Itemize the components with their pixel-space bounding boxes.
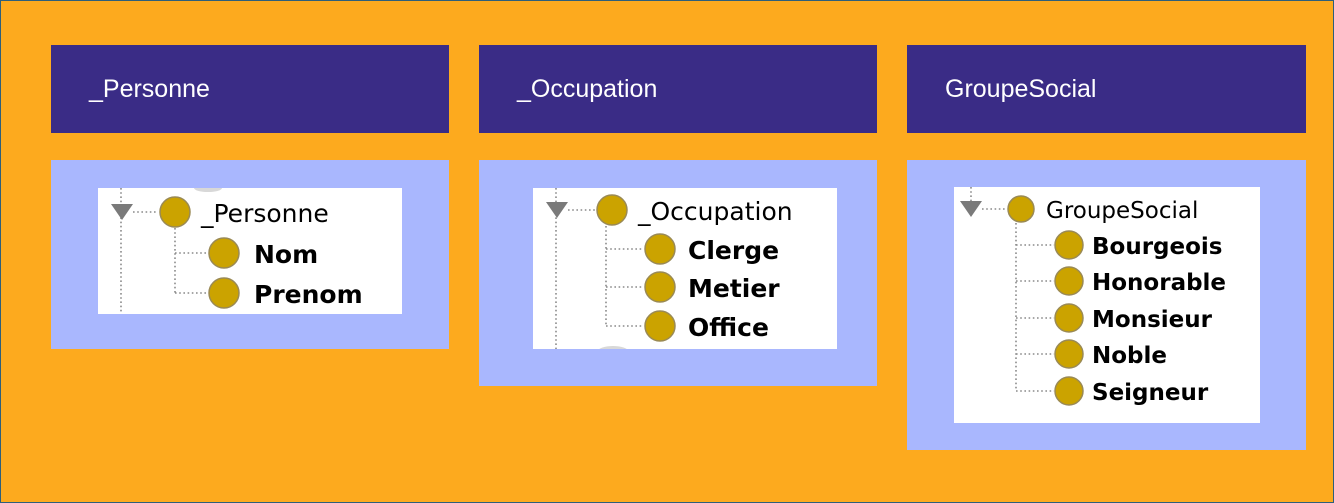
tree-root-label: GroupeSocial — [1046, 198, 1198, 224]
class-header-groupesocial: GroupeSocial — [907, 45, 1306, 133]
expand-arrow-icon — [111, 204, 133, 220]
tree-child-label: Noble — [1092, 343, 1167, 369]
tree-svg-personne: _Personne Nom Prenom — [111, 188, 363, 314]
tree-child-label: Prenom — [254, 280, 363, 309]
tree-panel-groupesocial: GroupeSocial Bourgeois Honorable Monsieu… — [907, 160, 1306, 450]
header-label: GroupeSocial — [945, 74, 1097, 103]
tree-svg-groupesocial: GroupeSocial Bourgeois Honorable Monsieu… — [960, 187, 1226, 406]
class-tree-occupation: _Occupation Clerge Metier Office — [533, 188, 837, 349]
tree-child-label: Office — [688, 313, 769, 342]
class-header-occupation: _Occupation — [479, 45, 877, 133]
expand-arrow-icon — [960, 201, 982, 217]
class-node-icon — [208, 237, 240, 269]
tree-child-label: Seigneur — [1092, 380, 1209, 406]
class-tree-personne: _Personne Nom Prenom — [98, 188, 402, 314]
cut-off-node — [194, 188, 222, 192]
class-node-icon — [596, 194, 628, 226]
class-node-icon — [1007, 195, 1035, 223]
tree-root-label: _Occupation — [637, 197, 793, 226]
tree-child-label: Clerge — [688, 236, 779, 265]
header-label: _Occupation — [517, 74, 658, 103]
class-header-personne: _Personne — [51, 45, 449, 133]
tree-root-label: _Personne — [200, 199, 329, 228]
class-node-icon — [644, 310, 676, 342]
class-node-icon — [644, 233, 676, 265]
class-node-icon — [1054, 303, 1084, 333]
tree-child-label: Metier — [688, 274, 780, 303]
class-node-icon — [1054, 339, 1084, 369]
class-node-icon — [644, 271, 676, 303]
tree-child-label: Honorable — [1092, 270, 1226, 296]
header-label: _Personne — [89, 74, 210, 103]
class-node-icon — [1054, 230, 1084, 260]
tree-svg-occupation: _Occupation Clerge Metier Office — [546, 188, 793, 349]
class-node-icon — [1054, 376, 1084, 406]
tree-child-label: Bourgeois — [1092, 234, 1223, 260]
class-tree-groupesocial: GroupeSocial Bourgeois Honorable Monsieu… — [954, 187, 1260, 423]
tree-child-label: Monsieur — [1092, 307, 1213, 333]
expand-arrow-icon — [546, 202, 568, 218]
class-node-icon — [159, 196, 191, 228]
class-node-icon — [1054, 266, 1084, 296]
tree-child-label: Nom — [254, 240, 318, 269]
tree-panel-personne: _Personne Nom Prenom — [51, 160, 449, 349]
class-node-icon — [208, 277, 240, 309]
cut-off-node — [599, 346, 627, 349]
tree-panel-occupation: _Occupation Clerge Metier Office — [479, 160, 877, 386]
